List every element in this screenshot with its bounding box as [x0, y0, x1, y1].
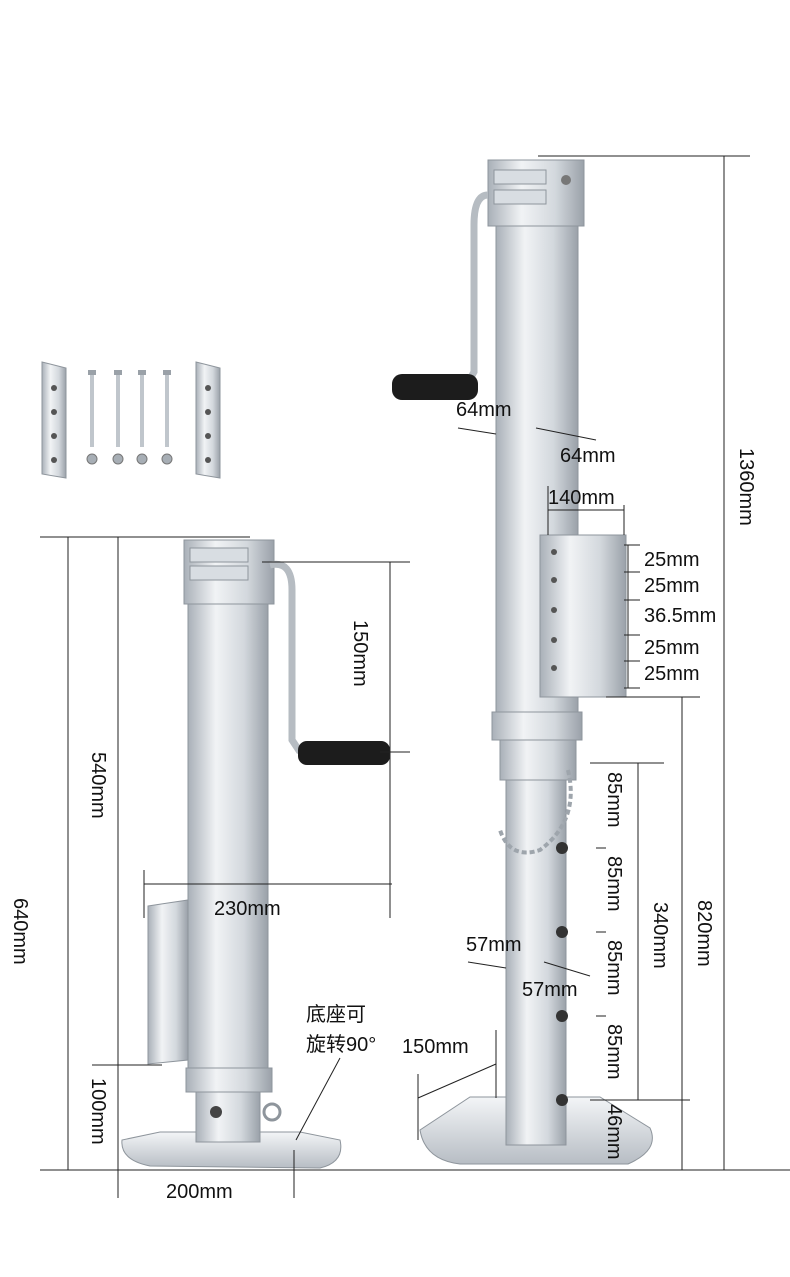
plate-width-label: 140mm — [548, 487, 615, 509]
hole-spacing-label: 25mm — [644, 575, 700, 597]
large-jack — [392, 159, 653, 1165]
pin-range-label: 340mm — [649, 902, 671, 969]
dimension-lines — [40, 155, 790, 1198]
large-jack-total-height-label: 1360mm — [735, 448, 757, 526]
inner-width-a-label: 57mm — [466, 934, 522, 956]
bolt-icon — [86, 370, 98, 465]
small-jack — [121, 539, 390, 1169]
small-jack-foot-width-label: 200mm — [166, 1181, 233, 1203]
bolt-icon — [112, 370, 124, 465]
hole-spacing-label: 25mm — [644, 663, 700, 685]
hole-spacing-label: 25mm — [644, 637, 700, 659]
lower-height-label: 820mm — [693, 900, 715, 967]
small-jack-total-height-label: 640mm — [9, 898, 31, 965]
pin-spacing-label: 85mm — [603, 1024, 625, 1080]
pin-spacing-label: 85mm — [603, 940, 625, 996]
inner-width-b-label: 57mm — [522, 979, 578, 1001]
hole-spacing-label: 36.5mm — [644, 605, 717, 627]
bracket-plate-icon — [41, 361, 67, 479]
bolt-icon — [161, 370, 173, 465]
small-jack-handle-reach-label: 230mm — [214, 898, 281, 920]
large-foot-width-label: 150mm — [402, 1036, 469, 1058]
small-jack-handle-offset-label: 150mm — [349, 620, 371, 687]
small-jack-base-height-label: 100mm — [87, 1078, 109, 1145]
tube-width-a-label: 64mm — [456, 399, 512, 421]
swivel-base-note: 底座可 旋转90° — [306, 1004, 377, 1056]
pin-spacing-label: 85mm — [603, 856, 625, 912]
hole-spacing-label: 25mm — [644, 549, 700, 571]
small-jack-upper-height-label: 540mm — [87, 752, 109, 819]
pin-spacing-label: 85mm — [603, 772, 625, 828]
accessory-kit — [41, 361, 221, 479]
pin-spacing-label: 46mm — [603, 1104, 625, 1160]
bolt-icon — [136, 370, 148, 465]
bracket-plate-icon — [195, 361, 221, 479]
tube-width-b-label: 64mm — [560, 445, 616, 467]
